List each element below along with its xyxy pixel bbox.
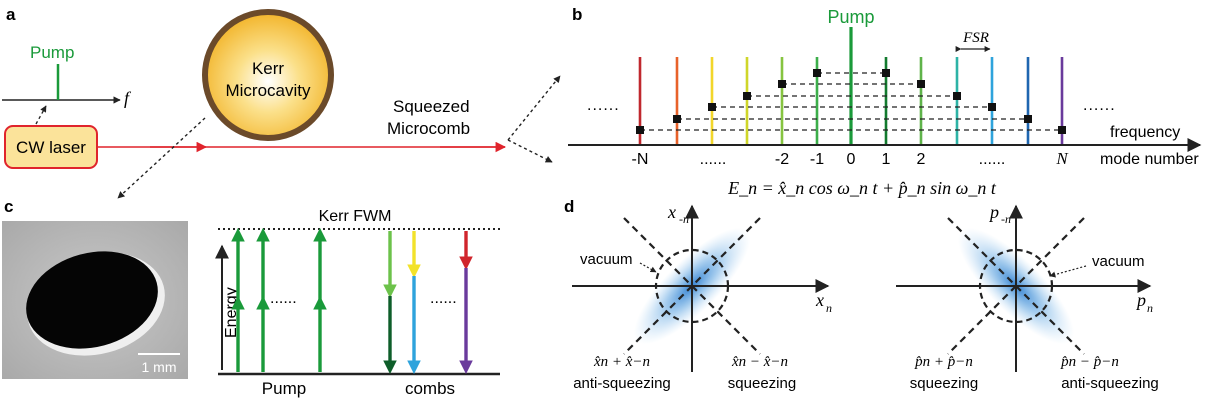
x-x-axis-label: x bbox=[815, 290, 824, 310]
mini-pump-label: Pump bbox=[30, 43, 74, 62]
panel-label-b: b bbox=[572, 5, 582, 24]
combs-group-label: combs bbox=[405, 379, 455, 398]
pair-marker bbox=[882, 69, 890, 77]
pump-group-label: Pump bbox=[262, 379, 306, 398]
comb-lines bbox=[638, 27, 1064, 145]
pair-marker bbox=[813, 69, 821, 77]
pair-marker bbox=[953, 92, 961, 100]
x-y-axis-label: x bbox=[667, 202, 676, 222]
pair-marker bbox=[743, 92, 751, 100]
cw-laser-label: CW laser bbox=[16, 138, 86, 157]
panel-label-d: d bbox=[564, 197, 574, 216]
x-y-axis-sub: -n bbox=[679, 212, 689, 226]
p-y-axis-sub: -n bbox=[1001, 212, 1011, 226]
output-label-line1: Squeezed bbox=[393, 97, 470, 116]
p-diagonal-2 bbox=[947, 217, 1085, 355]
tick-ellipsis-left: ...... bbox=[700, 151, 727, 168]
laser-to-spectrum-arrow bbox=[35, 105, 47, 125]
fwm-label: Kerr FWM bbox=[319, 208, 392, 225]
tick-2: 2 bbox=[917, 151, 926, 168]
x-sq-formula: x̂n − x̂−n bbox=[731, 354, 788, 370]
mode-tick-labels: -N ...... -2 -1 0 1 2 ...... N bbox=[632, 149, 1070, 168]
tick-minus-n: -N bbox=[632, 151, 649, 168]
zoom-arrow-down bbox=[507, 139, 553, 163]
x-vacuum-pointer bbox=[639, 262, 657, 273]
fwm-arrows bbox=[231, 227, 473, 375]
tick-ellipsis-right: ...... bbox=[979, 151, 1006, 168]
pair-marker bbox=[708, 103, 716, 111]
p-vacuum-pointer bbox=[1049, 265, 1087, 278]
phase-space-x: x -n x n vacuum x̂n + x̂−n anti-squeezin… bbox=[572, 202, 832, 392]
pump-ellipsis: ...... bbox=[270, 290, 297, 307]
zoom-arrow-up bbox=[507, 75, 561, 141]
kerr-microcavity bbox=[202, 9, 334, 141]
mini-freq-label: f bbox=[124, 88, 132, 108]
p-y-axis-label: p bbox=[988, 202, 999, 222]
tick-n: N bbox=[1055, 149, 1069, 168]
pair-marker bbox=[917, 80, 925, 88]
pair-marker bbox=[778, 80, 786, 88]
scale-label: 1 mm bbox=[142, 359, 177, 375]
comb-ellipsis: ...... bbox=[430, 290, 457, 307]
x-anti-text: anti-squeezing bbox=[573, 375, 671, 392]
x-anti-formula: x̂n + x̂−n bbox=[593, 354, 650, 370]
x-sq-text: squeezing bbox=[728, 375, 796, 392]
p-sq-formula: p̂n + p̂−n bbox=[914, 354, 973, 370]
panel-c: c 1 mm Kerr FWM Energy ...... ...... Pum… bbox=[2, 197, 500, 398]
p-anti-text: anti-squeezing bbox=[1061, 375, 1159, 392]
output-label-line2: Microcomb bbox=[387, 119, 470, 138]
pair-marker bbox=[1058, 126, 1066, 134]
panel-a: a Pump f CW laser Kerr Microcavity Squee… bbox=[2, 5, 561, 199]
fsr-label: FSR bbox=[962, 30, 989, 46]
p-sq-text: squeezing bbox=[910, 375, 978, 392]
mode-pair-links bbox=[636, 69, 1066, 134]
frequency-label: frequency bbox=[1110, 124, 1180, 141]
cavity-label-line1: Kerr bbox=[252, 59, 284, 78]
panel-b: b Pump FSR ...... ...... frequency mode … bbox=[568, 5, 1202, 198]
left-ellipsis: ...... bbox=[587, 97, 620, 114]
field-equation: E_n = x̂_n cos ω_n t + p̂_n sin ω_n t bbox=[727, 178, 997, 198]
pair-marker bbox=[673, 115, 681, 123]
p-anti-formula: p̂n − p̂−n bbox=[1060, 354, 1119, 370]
p-vacuum-circle bbox=[978, 248, 1054, 324]
panel-label-a: a bbox=[6, 5, 16, 24]
x-x-axis-sub: n bbox=[826, 301, 832, 315]
x-antisqueeze-diagonal bbox=[623, 217, 761, 355]
p-x-axis-label: p bbox=[1135, 290, 1146, 310]
x-vacuum-circle bbox=[654, 248, 730, 324]
right-ellipsis: ...... bbox=[1083, 97, 1116, 114]
p-x-axis-sub: n bbox=[1147, 301, 1153, 315]
mode-number-label: mode number bbox=[1100, 151, 1199, 168]
cavity-to-photo-arrow bbox=[117, 117, 206, 199]
photo-disk bbox=[26, 251, 158, 349]
pair-marker bbox=[988, 103, 996, 111]
tick-minus-2: -2 bbox=[775, 151, 789, 168]
pump-label: Pump bbox=[827, 7, 874, 27]
cavity-label-line2: Microcavity bbox=[225, 81, 311, 100]
phase-space-p: p -n p n vacuum p̂n + p̂−n squeezing p̂n… bbox=[896, 202, 1159, 392]
tick-minus-1: -1 bbox=[810, 151, 824, 168]
p-vacuum-label: vacuum bbox=[1092, 253, 1145, 270]
tick-0: 0 bbox=[847, 151, 856, 168]
pair-marker bbox=[636, 126, 644, 134]
tick-1: 1 bbox=[882, 151, 891, 168]
pair-marker bbox=[1024, 115, 1032, 123]
panel-label-c: c bbox=[4, 197, 13, 216]
x-vacuum-label: vacuum bbox=[580, 251, 633, 268]
panel-d: d x -n x n vacuum x̂n + x̂−n anti-squeez… bbox=[564, 197, 1159, 392]
